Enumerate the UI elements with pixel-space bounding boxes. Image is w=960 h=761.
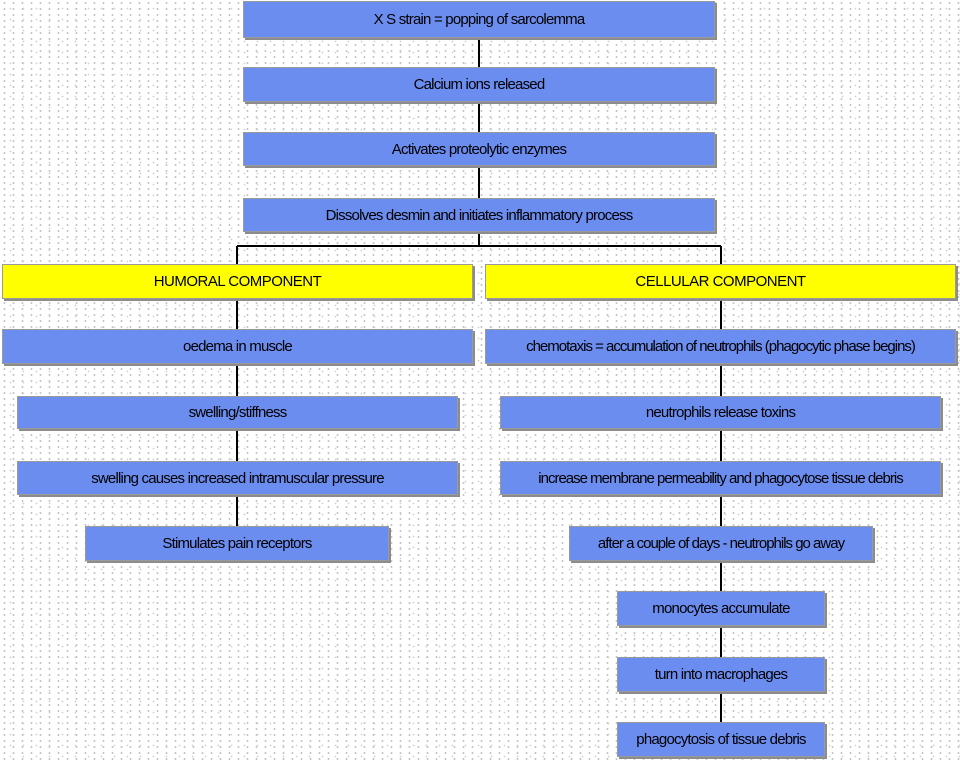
cellular-step-monocytes: monocytes accumulate — [617, 591, 825, 626]
cellular-component-header: CELLULAR COMPONENT — [485, 264, 956, 299]
cellular-step-phagocytosis: phagocytosis of tissue debris — [617, 722, 825, 757]
humoral-step-pain: Stimulates pain receptors — [85, 526, 389, 561]
trunk-step-desmin: Dissolves desmin and initiates inflammat… — [243, 198, 715, 232]
cellular-step-toxins: neutrophils release toxins — [500, 396, 941, 429]
humoral-step-pressure: swelling causes increased intramuscular … — [17, 461, 458, 495]
trunk-step-enzymes: Activates proteolytic enzymes — [243, 132, 715, 166]
humoral-component-header: HUMORAL COMPONENT — [2, 264, 473, 299]
humoral-step-oedema: oedema in muscle — [2, 329, 473, 364]
cellular-step-neutrophils-leave: after a couple of days - neutrophils go … — [569, 526, 873, 561]
trunk-step-strain: X S strain = popping of sarcolemma — [243, 1, 715, 38]
cellular-step-chemotaxis: chemotaxis = accumulation of neutrophils… — [485, 329, 956, 364]
cellular-step-macrophages: turn into macrophages — [617, 657, 825, 692]
trunk-step-calcium: Calcium ions released — [243, 67, 715, 102]
humoral-step-swelling: swelling/stiffness — [17, 396, 458, 429]
cellular-step-permeability: increase membrane permeability and phago… — [500, 461, 941, 495]
